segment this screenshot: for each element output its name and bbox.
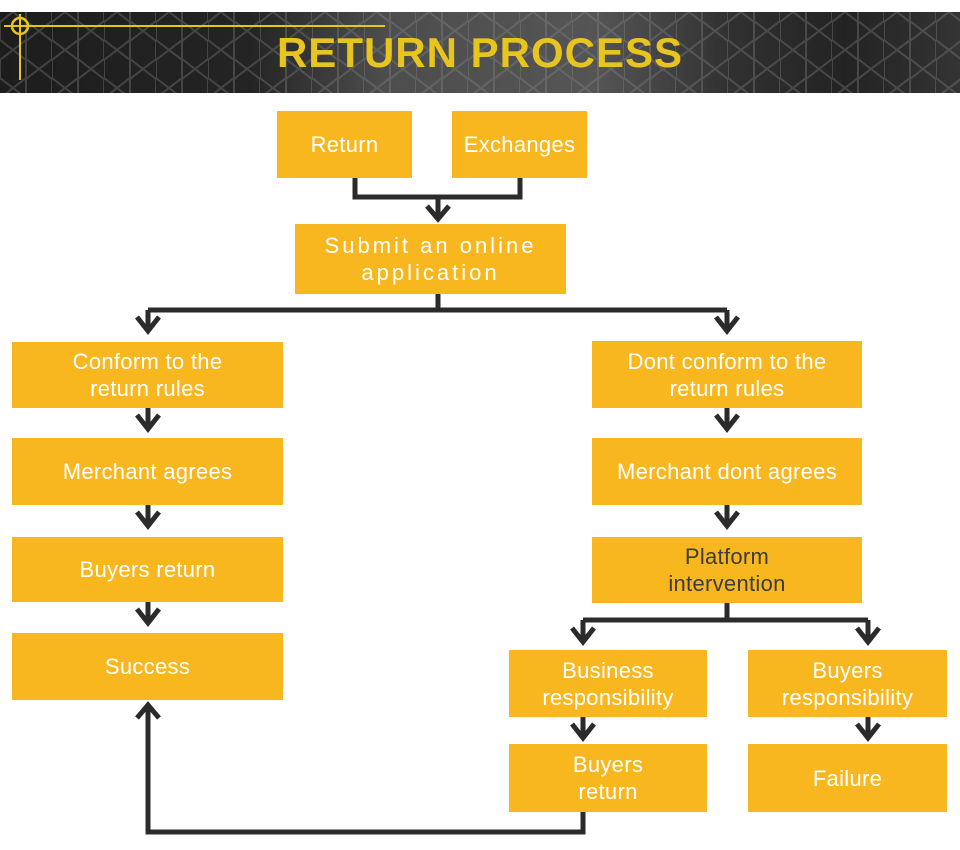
node-success: Success [12,633,283,700]
node-merchant-dont-agrees: Merchant dont agrees [592,438,862,505]
arrowhead-down-icon [570,626,596,647]
page-title: RETURN PROCESS [276,28,684,76]
node-label: Exchanges [463,132,576,157]
node-label: Buyers return [572,752,644,804]
node-failure: Failure [748,744,947,812]
arrowhead-up-icon [135,701,161,720]
node-buyers-return-bottom: Buyers return [509,744,707,812]
node-submit-application: Submit an online application [295,224,566,294]
node-label: Merchant dont agrees [616,459,838,484]
node-label: Buyers return [79,557,216,582]
arrowhead-down-icon [135,510,161,531]
header-banner: RETURN PROCESS [0,12,960,93]
arrowhead-down-icon [135,607,161,628]
arrowhead-down-icon [135,413,161,434]
node-dont-conform-rules: Dont conform to the return rules [592,341,862,408]
node-label: Merchant agrees [62,459,233,484]
node-exchanges: Exchanges [452,111,587,178]
node-label: Failure [812,765,883,791]
arrowhead-down-icon [855,722,881,743]
node-merchant-agrees: Merchant agrees [12,438,283,505]
node-platform-intervention: Platform intervention [592,537,862,603]
node-return: Return [277,111,412,178]
arrowhead-down-icon [855,626,881,647]
node-label: Success [104,654,191,679]
arrowhead-down-icon [425,204,451,223]
connector-top-merge [352,178,523,200]
arrowhead-down-icon [714,413,740,434]
node-business-responsibility: Business responsibility [509,650,707,717]
arrowhead-down-icon [714,510,740,531]
node-label: Return [310,132,379,157]
node-label: Submit an online application [324,233,537,285]
arrowhead-down-icon [714,315,740,336]
node-label: Business responsibility [542,657,674,710]
node-label: Buyers responsibility [781,657,914,710]
arrowhead-down-icon [135,315,161,336]
connector-platform-split [583,603,868,623]
node-label: Platform intervention [668,544,786,596]
connector-main-split [148,294,727,313]
node-buyers-return-left: Buyers return [12,537,283,602]
node-buyers-responsibility: Buyers responsibility [748,650,947,717]
arrowhead-down-icon [570,722,596,743]
node-label: Conform to the return rules [72,349,223,401]
node-conform-rules: Conform to the return rules [12,342,283,408]
node-label: Dont conform to the return rules [627,348,827,401]
crosshair-icon [4,14,385,80]
